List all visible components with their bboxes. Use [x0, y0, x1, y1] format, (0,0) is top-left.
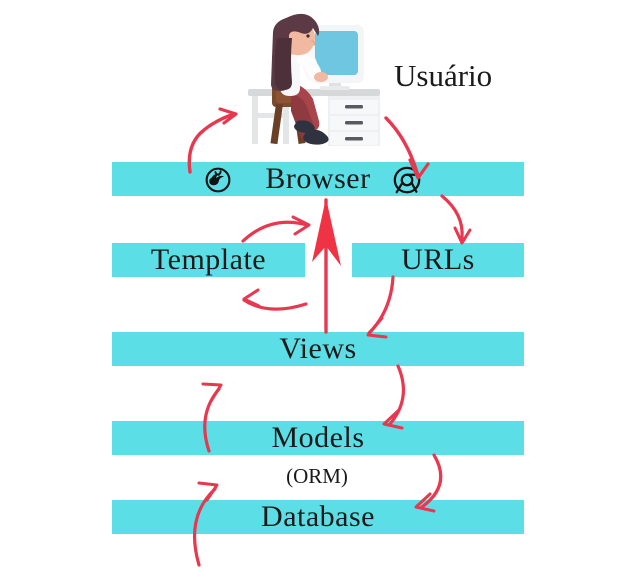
- arrow-views-to-template: [242, 288, 308, 311]
- label-orm: (ORM): [286, 464, 348, 488]
- arrow-template-to-views: [241, 215, 311, 243]
- bar-urls[interactable]: URLs: [352, 243, 524, 277]
- arrow-views-to-browser: [312, 198, 341, 334]
- bar-views[interactable]: Views: [112, 332, 524, 366]
- bar-database[interactable]: Database: [112, 500, 524, 534]
- arrow-views-to-models: [382, 364, 405, 430]
- bar-label-database: Database: [261, 500, 375, 533]
- bar-label-template: Template: [150, 243, 267, 276]
- firefox-icon: [204, 166, 232, 199]
- arrow-urls-to-views: [366, 275, 395, 339]
- bar-template[interactable]: Template: [112, 243, 305, 277]
- chrome-icon: [392, 165, 422, 200]
- bar-browser[interactable]: Browser: [112, 162, 524, 196]
- bar-label-models: Models: [271, 421, 365, 454]
- arrow-browser-to-urls: [440, 194, 472, 245]
- bar-label-browser: Browser: [265, 162, 371, 195]
- bar-label-views: Views: [279, 332, 357, 365]
- bar-label-urls: URLs: [401, 243, 475, 276]
- label-usuario: Usuário: [394, 58, 493, 93]
- bar-models[interactable]: Models: [112, 421, 524, 455]
